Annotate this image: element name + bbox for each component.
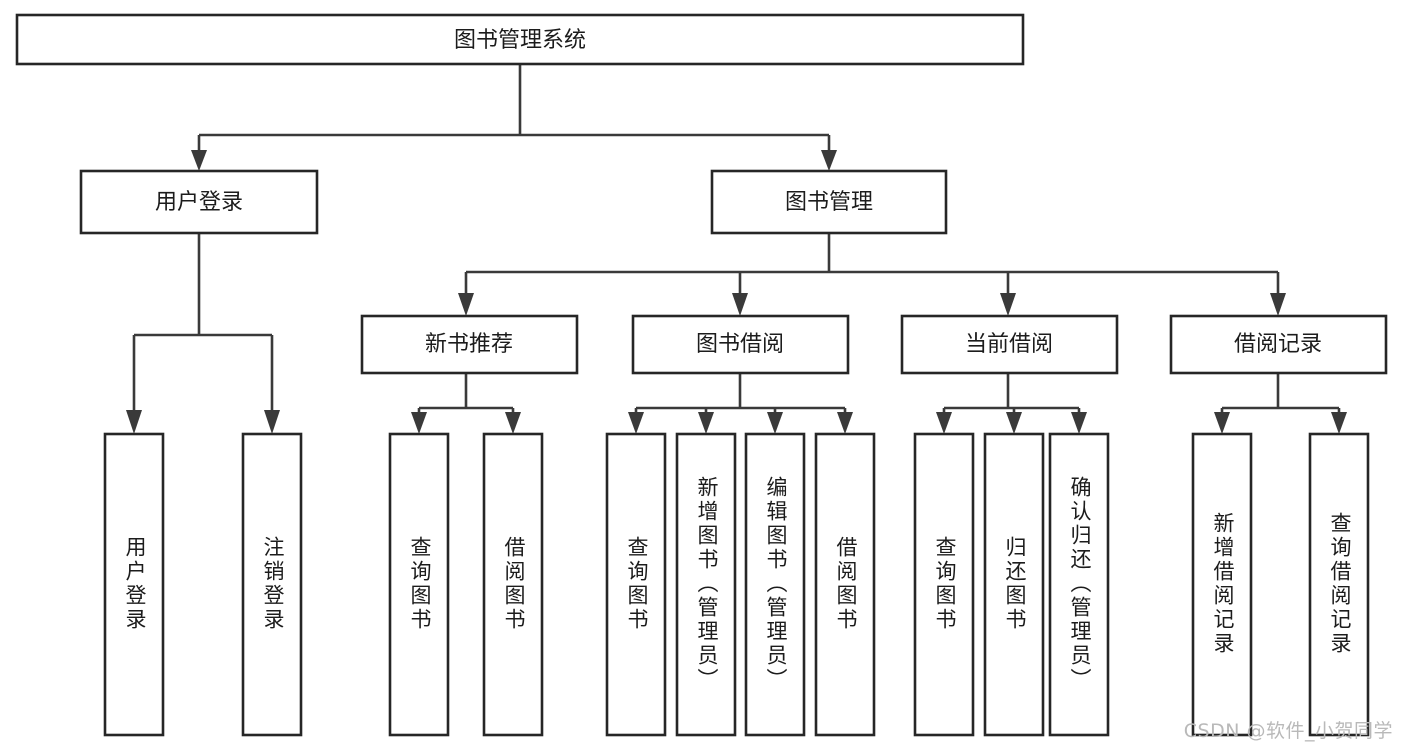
- node-leaf-query-record[interactable]: 查询借阅记录: [1308, 432, 1370, 737]
- node-leaf-query-book-3[interactable]: 查询图书: [913, 432, 975, 737]
- arrow-book-manage: [821, 150, 837, 171]
- node-leaf-logout-login-box[interactable]: [241, 432, 303, 737]
- node-leaf-add-record-label: 新增借阅记录: [1211, 512, 1235, 656]
- node-leaf-borrow-book-2-label: 借阅图书: [834, 536, 858, 632]
- arrow-current-borrow: [1000, 293, 1016, 316]
- arrow-leaf-user-login: [126, 410, 142, 434]
- node-leaf-query-book-3-label: 查询图书: [933, 536, 957, 632]
- node-leaf-edit-book-label: 编辑图书（管理员）: [764, 476, 788, 692]
- node-leaf-edit-book-box[interactable]: [744, 432, 806, 737]
- node-leaf-add-record[interactable]: 新增借阅记录: [1191, 432, 1253, 737]
- node-current-borrow[interactable]: 当前借阅: [900, 314, 1119, 375]
- arrow-borrow-record: [1270, 293, 1286, 316]
- arrow-leaf-add-book: [698, 412, 714, 434]
- arrow-book-borrow: [732, 293, 748, 316]
- node-borrow-record-box[interactable]: [1169, 314, 1388, 375]
- node-user-login-box[interactable]: [79, 169, 319, 235]
- node-leaf-borrow-book-2-box[interactable]: [814, 432, 876, 737]
- node-new-book-rec[interactable]: 新书推荐: [360, 314, 579, 375]
- arrow-leaf-query-book-1: [411, 412, 427, 434]
- node-root[interactable]: 图书管理系统: [15, 13, 1025, 66]
- node-root-box[interactable]: [15, 13, 1025, 66]
- node-leaf-confirm-return[interactable]: 确认归还（管理员）: [1048, 432, 1110, 737]
- node-leaf-add-book[interactable]: 新增图书（管理员）: [675, 432, 737, 737]
- node-book-manage[interactable]: 图书管理: [710, 169, 948, 235]
- node-leaf-user-login[interactable]: 用户登录: [103, 432, 165, 737]
- node-leaf-return-book[interactable]: 归还图书: [983, 432, 1045, 737]
- arrow-leaf-edit-book: [767, 412, 783, 434]
- node-book-borrow-label: 图书借阅: [696, 332, 784, 357]
- node-leaf-confirm-return-box[interactable]: [1048, 432, 1110, 737]
- arrow-leaf-borrow-book-1: [505, 412, 521, 434]
- arrow-user-login: [191, 150, 207, 171]
- node-leaf-logout-login-label: 注销登录: [261, 536, 285, 632]
- node-new-book-rec-label: 新书推荐: [425, 332, 513, 357]
- node-leaf-user-login-label: 用户登录: [123, 536, 147, 632]
- node-leaf-query-record-box[interactable]: [1308, 432, 1370, 737]
- node-leaf-add-record-box[interactable]: [1191, 432, 1253, 737]
- node-leaf-query-record-label: 查询借阅记录: [1328, 512, 1352, 656]
- arrow-leaf-query-book-2: [628, 412, 644, 434]
- node-leaf-query-book-3-box[interactable]: [913, 432, 975, 737]
- arrow-leaf-borrow-book-2: [837, 412, 853, 434]
- node-leaf-logout-login[interactable]: 注销登录: [241, 432, 303, 737]
- node-user-login[interactable]: 用户登录: [79, 169, 319, 235]
- arrow-leaf-logout-login: [264, 410, 280, 434]
- node-leaf-query-book-2-box[interactable]: [605, 432, 667, 737]
- node-book-manage-label: 图书管理: [785, 190, 873, 215]
- arrow-new-book-rec: [458, 293, 474, 316]
- arrow-leaf-query-record: [1331, 412, 1347, 434]
- node-leaf-query-book-1-label: 查询图书: [408, 536, 432, 632]
- node-leaf-query-book-2[interactable]: 查询图书: [605, 432, 667, 737]
- node-leaf-query-book-1[interactable]: 查询图书: [388, 432, 450, 737]
- node-book-manage-box[interactable]: [710, 169, 948, 235]
- node-leaf-confirm-return-label: 确认归还（管理员）: [1068, 476, 1092, 692]
- node-borrow-record[interactable]: 借阅记录: [1169, 314, 1388, 375]
- node-leaf-borrow-book-1-box[interactable]: [482, 432, 544, 737]
- node-current-borrow-label: 当前借阅: [965, 332, 1053, 357]
- connector-layer: [126, 64, 1347, 434]
- arrow-leaf-add-record: [1214, 412, 1230, 434]
- node-book-borrow-box[interactable]: [631, 314, 850, 375]
- arrow-leaf-query-book-3: [936, 412, 952, 434]
- node-book-borrow[interactable]: 图书借阅: [631, 314, 850, 375]
- node-new-book-rec-box[interactable]: [360, 314, 579, 375]
- node-leaf-add-book-box[interactable]: [675, 432, 737, 737]
- node-user-login-label: 用户登录: [155, 190, 243, 215]
- arrow-leaf-return-book: [1006, 412, 1022, 434]
- node-borrow-record-label: 借阅记录: [1234, 332, 1322, 357]
- node-leaf-borrow-book-1[interactable]: 借阅图书: [482, 432, 544, 737]
- node-leaf-return-book-box[interactable]: [983, 432, 1045, 737]
- node-leaf-return-book-label: 归还图书: [1003, 536, 1027, 632]
- node-leaf-query-book-1-box[interactable]: [388, 432, 450, 737]
- node-leaf-borrow-book-1-label: 借阅图书: [502, 536, 526, 632]
- node-leaf-borrow-book-2[interactable]: 借阅图书: [814, 432, 876, 737]
- node-leaf-query-book-2-label: 查询图书: [625, 536, 649, 632]
- node-leaf-user-login-box[interactable]: [103, 432, 165, 737]
- arrow-leaf-confirm-return: [1071, 412, 1087, 434]
- node-current-borrow-box[interactable]: [900, 314, 1119, 375]
- node-leaf-edit-book[interactable]: 编辑图书（管理员）: [744, 432, 806, 737]
- node-leaf-add-book-label: 新增图书（管理员）: [695, 476, 719, 692]
- node-root-label: 图书管理系统: [454, 28, 586, 53]
